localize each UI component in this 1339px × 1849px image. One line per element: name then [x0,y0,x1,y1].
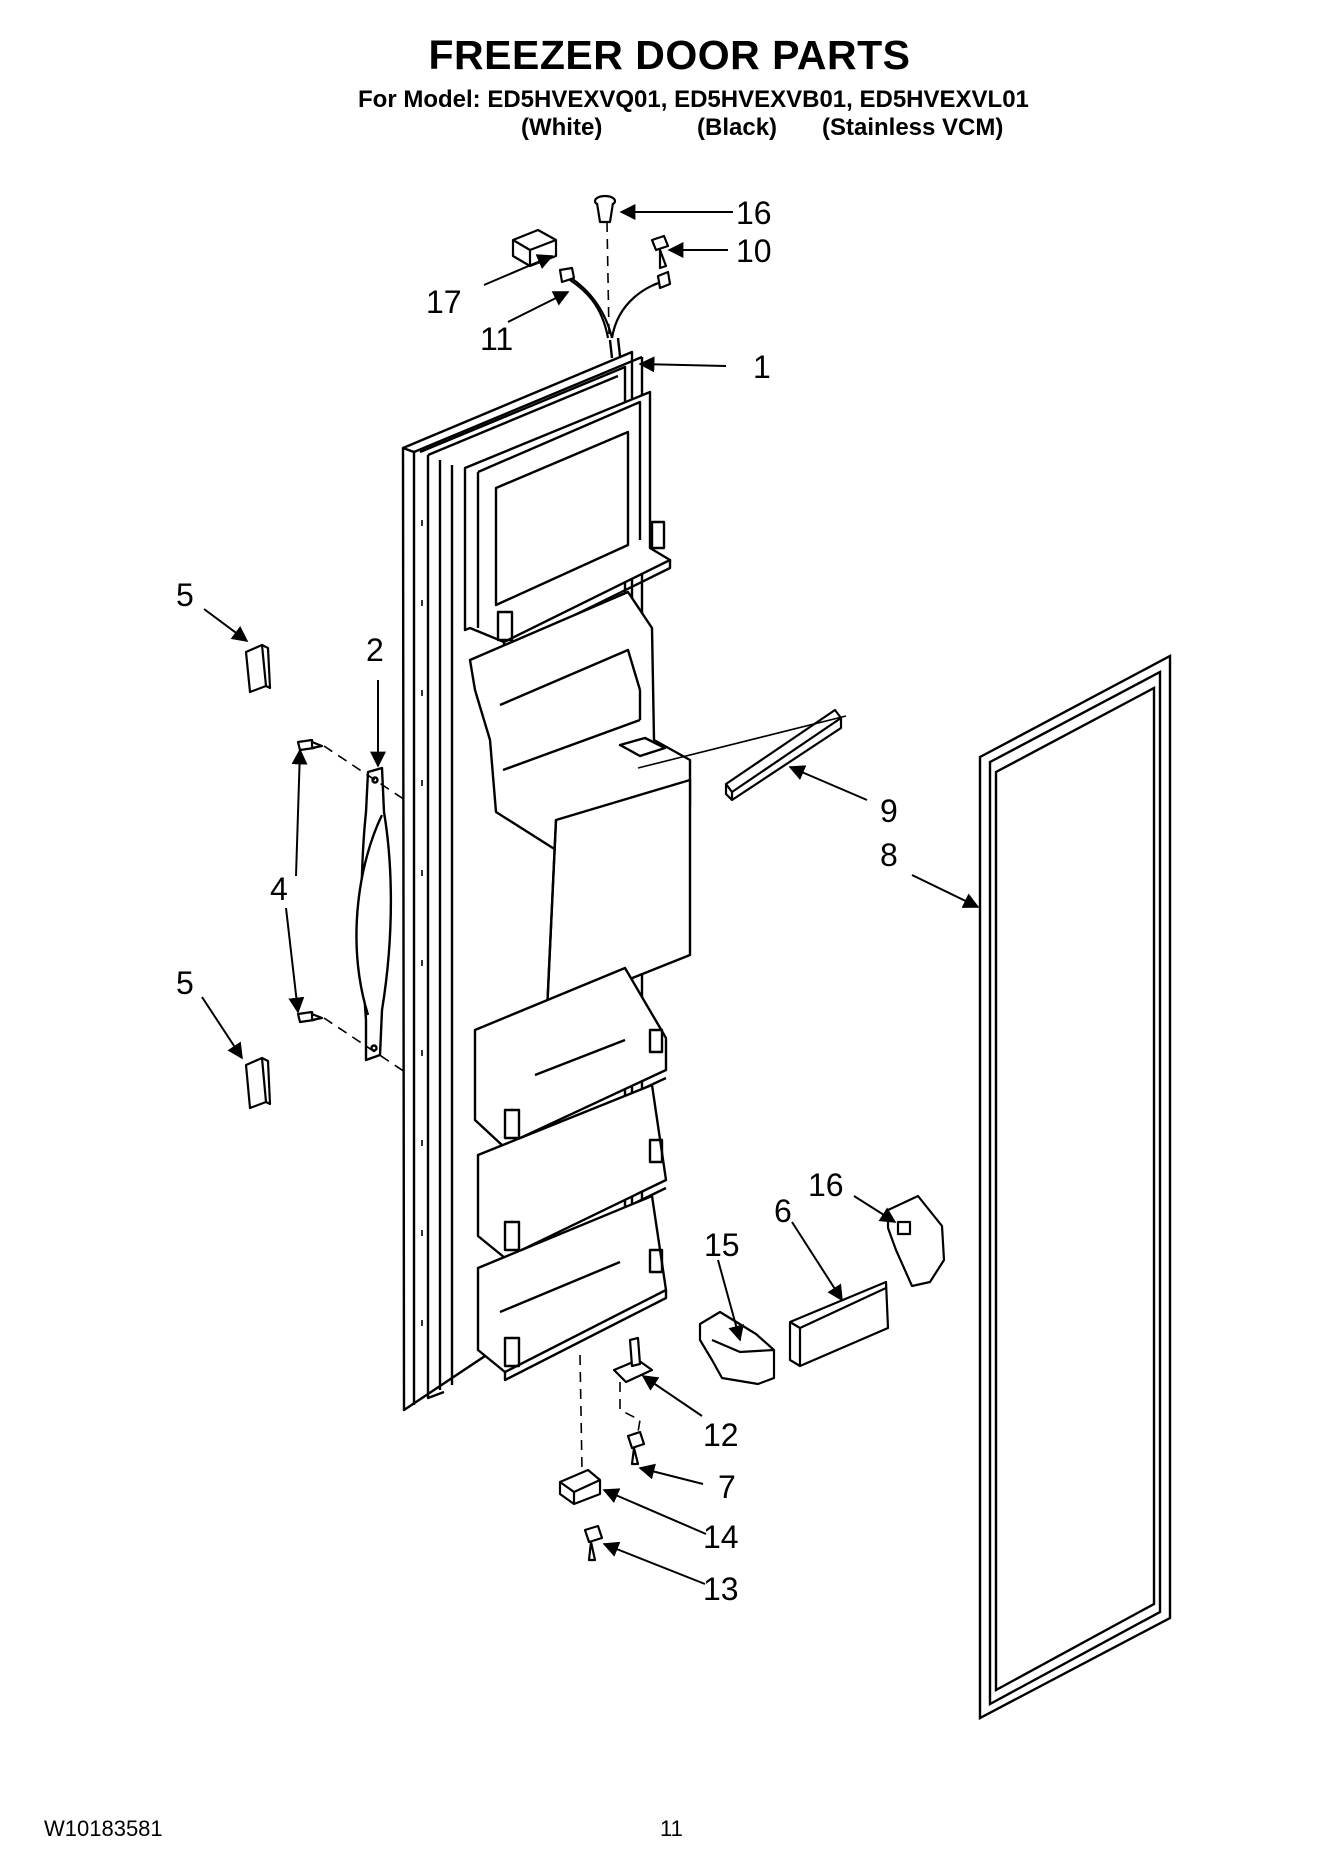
callout-1: 1 [753,349,771,385]
color-label-stainless: (Stainless VCM) [822,114,1004,141]
model-line: For Model: ED5HVEXVQ01, ED5HVEXVB01, ED5… [358,86,1029,113]
hinge-cover [788,1280,890,1368]
page-title: FREEZER DOOR PARTS [428,32,911,78]
callout-9: 9 [880,793,898,829]
handle-screw-lower [296,1010,324,1024]
callout-13: 13 [703,1571,739,1607]
callout-17: 17 [426,284,462,320]
handle-trim-upper [244,643,268,694]
handle-trim-lower [244,1056,268,1110]
dispenser-trim-bar [724,708,843,802]
door-panel [401,337,692,1412]
door-plug [593,194,617,224]
callout-16-lower: 16 [808,1167,844,1203]
callout-15: 15 [704,1227,740,1263]
callout-11: 11 [480,321,513,357]
wire-harness [558,266,672,339]
callout-5-lower: 5 [176,965,194,1001]
callout-8: 8 [880,837,898,873]
door-handle [355,766,393,1062]
callout-5-upper: 5 [176,577,194,613]
color-label-black: (Black) [697,114,778,141]
callout-12: 12 [703,1417,739,1453]
handle-screw-upper [296,738,324,752]
callout-2: 2 [366,632,384,668]
callout-16-top: 16 [736,195,772,231]
hinge-pin-screw [626,1430,646,1466]
callout-4: 4 [270,871,288,907]
callout-14: 14 [703,1519,739,1555]
bottom-hinge [558,1468,602,1506]
callout-10: 10 [736,233,772,269]
hinge-screw [650,234,670,270]
hinge-bracket [698,1310,776,1386]
callout-7: 7 [718,1469,736,1505]
hinge-pin [612,1336,654,1384]
hinge-screw-bottom [583,1524,604,1562]
wire-connector [511,228,558,268]
color-label-white: (White) [521,114,603,141]
document-number: W10183581 [44,1816,163,1841]
page-number: 11 [660,1816,683,1841]
callout-6: 6 [774,1193,792,1229]
door-gasket [978,654,1172,1720]
hinge-cam [886,1194,946,1288]
